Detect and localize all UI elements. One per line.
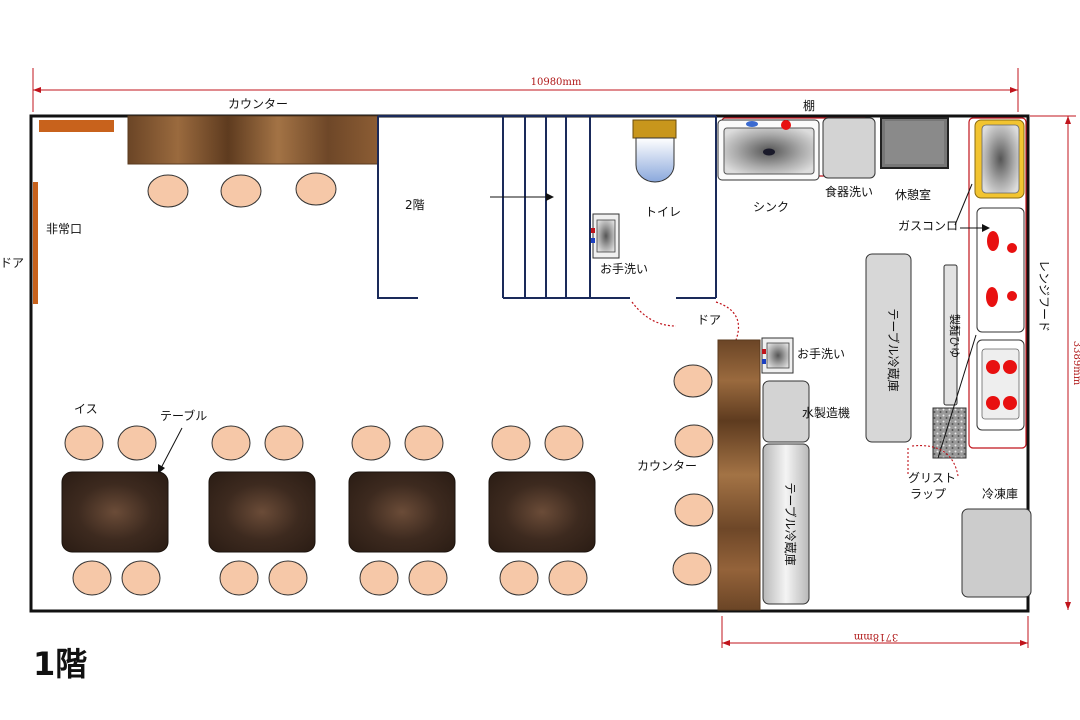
counter-top-label: カウンター xyxy=(228,97,288,111)
dining-chair xyxy=(404,425,444,461)
table-fridge-1 xyxy=(865,253,912,443)
chair-label: イス xyxy=(74,402,98,416)
dimension-kitchen: 3718mm xyxy=(721,616,1029,648)
counter-mid xyxy=(717,339,761,611)
counter-stool xyxy=(295,172,337,206)
dining-chair xyxy=(268,560,308,596)
dining-table xyxy=(61,471,169,553)
counter-top xyxy=(127,115,379,165)
range-hood-outline xyxy=(968,117,1027,449)
dishwasher-label: 食器洗い xyxy=(825,184,873,199)
floor-title: 1階 xyxy=(33,645,87,683)
table-pointer-head xyxy=(158,464,165,474)
dining-chair xyxy=(351,425,391,461)
dining-chair xyxy=(264,425,304,461)
handwash-kitchen-label: お手洗い xyxy=(797,347,845,361)
emergency-exit-label: 非常口 xyxy=(46,222,82,236)
counter-stool xyxy=(147,174,189,208)
break-room-label: 休憩室 xyxy=(895,187,931,202)
grease-trap-pointer xyxy=(937,334,977,459)
dimension-height-label: 3389mm xyxy=(1071,341,1080,386)
sink xyxy=(717,119,820,181)
table-pointer xyxy=(159,427,183,471)
handwash-toilet-label: お手洗い xyxy=(600,262,648,276)
counter-mid-stools xyxy=(672,364,714,586)
door-mid-label: ドア xyxy=(697,313,721,327)
shelf-top-left xyxy=(39,120,114,132)
counter-mid-label: カウンター xyxy=(637,459,697,473)
dining-chair xyxy=(359,560,399,596)
stairs-label: 2階 xyxy=(405,197,425,212)
shelf-label: 棚 xyxy=(803,98,815,113)
fryer xyxy=(974,119,1025,199)
dining-chair xyxy=(211,425,251,461)
noodle-machine xyxy=(943,264,958,406)
gas-stove xyxy=(976,207,1025,333)
dimension-width-label: 10980mm xyxy=(531,77,582,88)
ice-maker-label: 水製造機 xyxy=(802,405,850,420)
gas-stove-arrow xyxy=(982,224,990,232)
dining-table xyxy=(348,471,456,553)
staircase xyxy=(377,115,717,299)
dining-chair xyxy=(64,425,104,461)
handwash-toilet-sink xyxy=(591,213,620,259)
dining-table xyxy=(208,471,316,553)
door-left-label: ドア xyxy=(0,256,24,270)
toilet-door-swing xyxy=(631,301,677,327)
counter-top-stools xyxy=(147,172,337,208)
dining-chair xyxy=(548,560,588,596)
counter-stool xyxy=(674,493,714,527)
counter-stool xyxy=(672,552,712,586)
dining-table xyxy=(488,471,596,553)
toilet-label: トイレ xyxy=(645,205,681,219)
gas-stove-label: ガスコンロ xyxy=(898,219,958,233)
dining-chair xyxy=(491,425,531,461)
counter-stool xyxy=(220,174,262,208)
handwash-kitchen-sink xyxy=(761,337,794,374)
stairs-arrow-head xyxy=(546,193,554,201)
dining-chair xyxy=(72,560,112,596)
dining-chair xyxy=(544,425,584,461)
dining-chair xyxy=(219,560,259,596)
ice-maker xyxy=(762,380,810,443)
dining-chair xyxy=(408,560,448,596)
dining-chair xyxy=(117,425,157,461)
range-hood-label: レンジフード xyxy=(1037,260,1051,332)
gas-stove-pointer xyxy=(954,183,973,226)
counter-stool xyxy=(673,364,713,398)
emergency-exit-door xyxy=(33,182,38,304)
grease-trap-swing xyxy=(907,445,959,477)
griddle xyxy=(976,339,1025,431)
table-fridge-2-label: テーブル冷蔵庫 xyxy=(783,482,798,565)
table-fridge-2 xyxy=(762,443,810,605)
freezer-label: 冷凍庫 xyxy=(982,487,1018,501)
freezer xyxy=(961,508,1032,598)
break-room-inner xyxy=(885,121,944,164)
noodle-machine-label: 製麺ひゆ xyxy=(948,314,962,358)
dining-area xyxy=(61,425,596,596)
dimension-height: 3389mm xyxy=(1030,115,1080,610)
kitchen-door-swing xyxy=(715,301,740,341)
dishwasher xyxy=(822,117,876,179)
dining-chair xyxy=(499,560,539,596)
dining-chair xyxy=(121,560,161,596)
toilet xyxy=(632,119,677,183)
dimension-width: 10980mm xyxy=(32,68,1019,112)
dimension-kitchen-label: 3718mm xyxy=(853,631,898,642)
table-fridge-1-label: テーブル冷蔵庫 xyxy=(886,308,901,391)
table-label: テーブル xyxy=(160,408,207,423)
counter-stool xyxy=(674,424,714,458)
grease-trap-label: グリスト xyxy=(908,471,956,485)
sink-label: シンク xyxy=(753,200,789,214)
grease-trap xyxy=(932,407,967,459)
grease-trap-label-2: ラップ xyxy=(910,487,946,501)
